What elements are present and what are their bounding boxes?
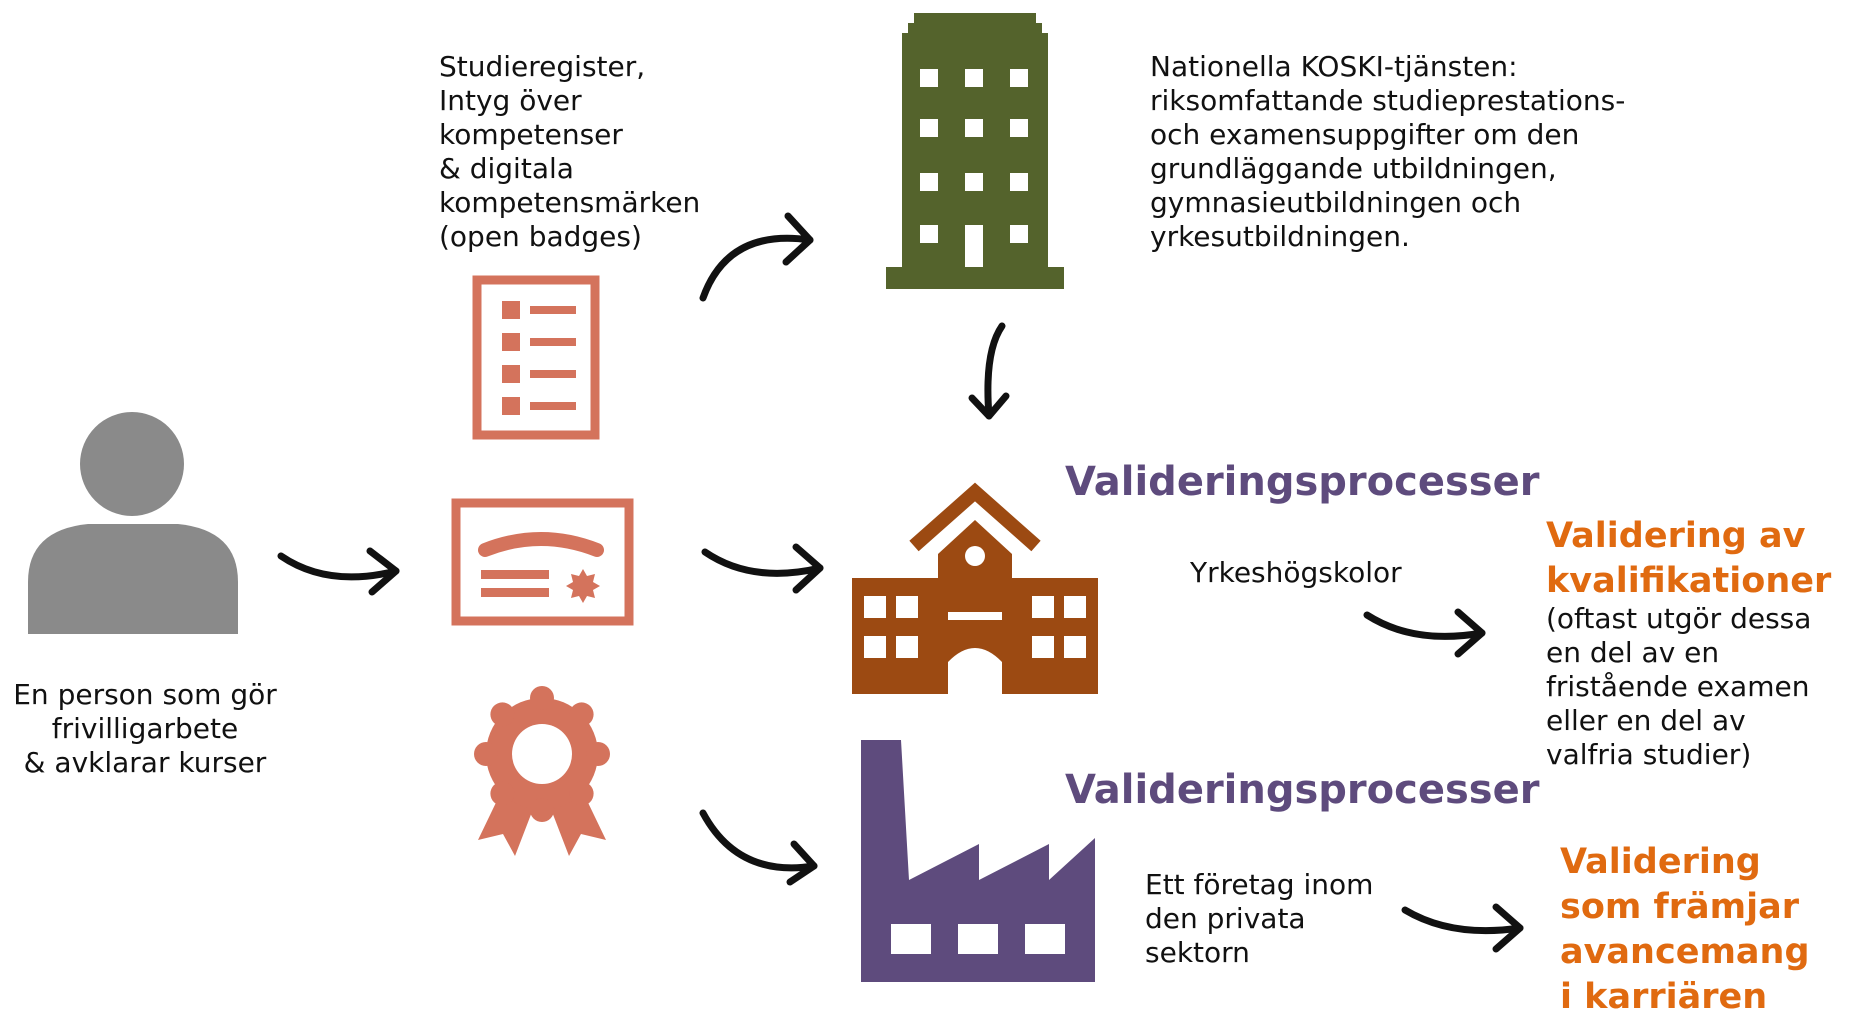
koski-description: Nationella KOSKI-tjänsten: riksomfattand… — [1150, 50, 1626, 253]
arrow-award-to-factory — [699, 809, 818, 886]
factory-icon — [861, 740, 1095, 982]
person-label: En person som gör frivilligarbete & avkl… — [13, 678, 277, 779]
arrow-certificate-to-school — [701, 543, 824, 594]
award-badge-icon — [474, 686, 610, 856]
arrow-documents-to-office — [699, 212, 814, 302]
career-result-title: Validering som främjar avancemang i karr… — [1560, 842, 1810, 1017]
school-building-icon — [852, 482, 1098, 694]
qualifications-result-note: (oftast utgör dessa en del av en friståe… — [1546, 602, 1812, 771]
school-institution-label: Yrkeshögskolor — [1190, 556, 1402, 589]
documents-label: Studieregister, Intyg över kompetenser &… — [439, 50, 701, 253]
arrow-company-to-career — [1401, 903, 1524, 953]
office-building-icon — [886, 13, 1064, 289]
person-icon — [28, 412, 238, 634]
document-list-icon — [472, 275, 600, 440]
school-validation-title: Valideringsprocesser — [1065, 459, 1540, 505]
arrow-person-to-certificate — [277, 547, 400, 596]
arrow-school-to-qualifications — [1363, 608, 1486, 658]
company-validation-title: Valideringsprocesser — [1065, 767, 1540, 813]
arrow-office-to-school — [968, 322, 1010, 420]
company-institution-label: Ett företag inom den privata sektorn — [1145, 868, 1374, 969]
certificate-icon — [451, 498, 634, 626]
qualifications-result-title: Validering av kvalifikationer — [1546, 516, 1832, 601]
